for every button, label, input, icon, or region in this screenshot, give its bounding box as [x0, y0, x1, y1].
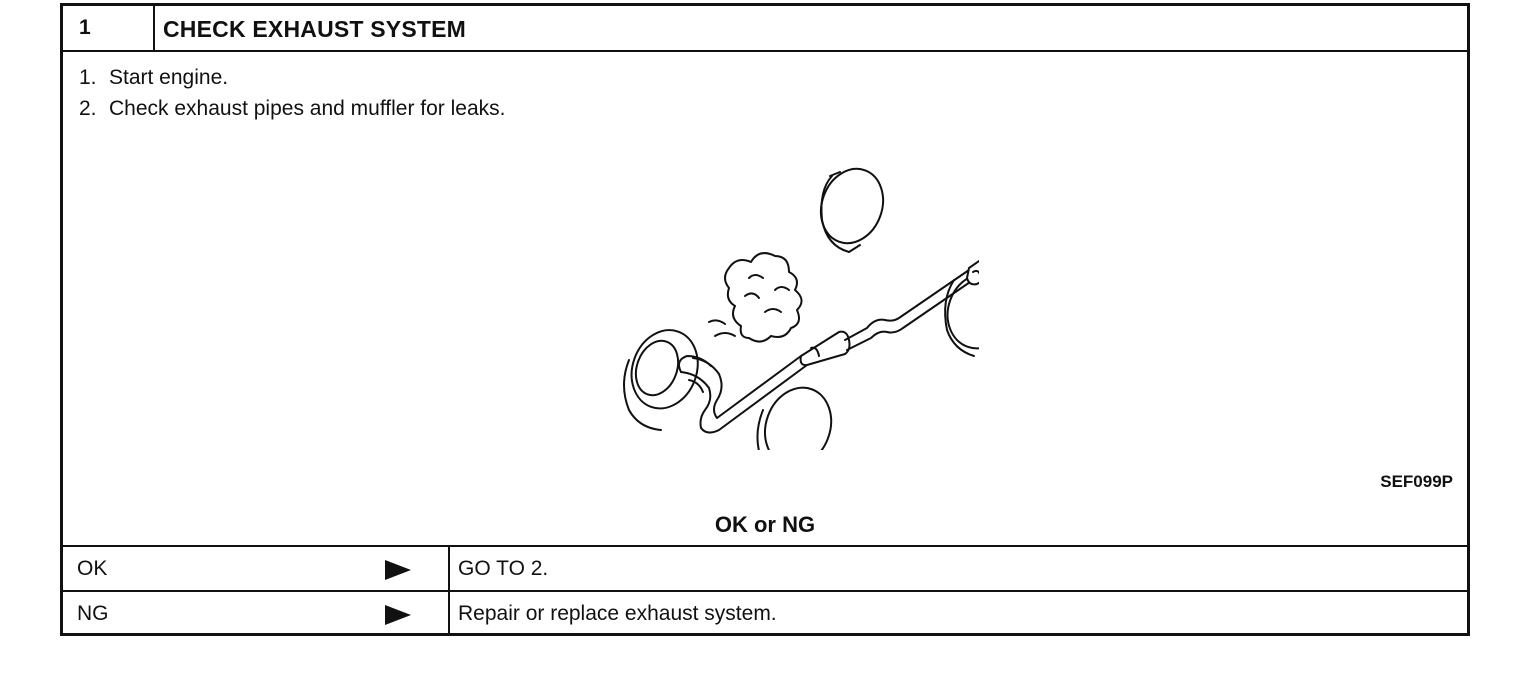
- instruction-text: Start engine.: [109, 66, 229, 89]
- figure-code: SEF099P: [1380, 472, 1453, 491]
- instruction-item: 2. Check exhaust pipes and muffler for le…: [79, 93, 506, 124]
- result-label: NG: [77, 602, 109, 625]
- result-label: OK: [77, 557, 108, 580]
- exhaust-system-illustration: [623, 167, 979, 450]
- instruction-number: 1.: [79, 66, 97, 89]
- result-action: Repair or replace exhaust system.: [448, 592, 1467, 636]
- step-body: 1. Start engine. 2. Check exhaust pipes an…: [63, 52, 1467, 547]
- diagnostic-step-table: 1 CHECK EXHAUST SYSTEM 1. Start engine. 2…: [60, 3, 1470, 636]
- step-header: 1 CHECK EXHAUST SYSTEM: [63, 6, 1467, 52]
- instruction-number: 2.: [79, 97, 97, 120]
- smoke-icon: [708, 252, 803, 343]
- result-row-ng: NG Repair or replace exhaust system.: [63, 592, 1467, 636]
- step-number: 1: [63, 6, 155, 50]
- step-title: CHECK EXHAUST SYSTEM: [163, 16, 467, 42]
- instruction-item: 1. Start engine.: [79, 62, 506, 93]
- result-question: OK or NG: [714, 512, 816, 537]
- result-action: GO TO 2.: [448, 547, 1467, 590]
- wheel-icon: [623, 329, 699, 431]
- instruction-text: Check exhaust pipes and muffler for leak…: [109, 97, 506, 120]
- instruction-list: 1. Start engine. 2. Check exhaust pipes an…: [79, 62, 506, 124]
- arrow-right-icon: [385, 605, 411, 625]
- wheel-icon: [819, 167, 885, 253]
- result-row-ok: OK GO TO 2.: [63, 547, 1467, 592]
- wheel-icon: [756, 386, 833, 450]
- arrow-right-icon: [385, 560, 411, 580]
- wheel-icon: [944, 272, 979, 357]
